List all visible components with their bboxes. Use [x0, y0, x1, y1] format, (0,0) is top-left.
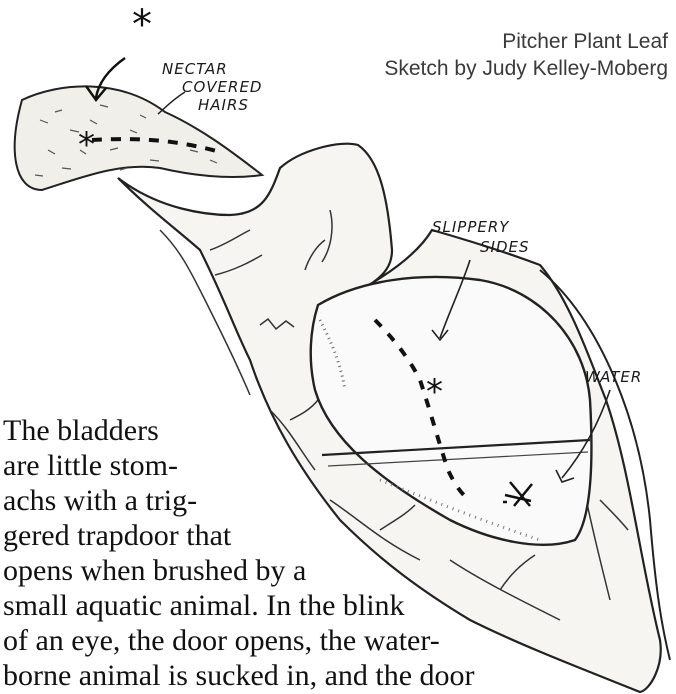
caption-title: Pitcher Plant Leaf [248, 28, 668, 55]
top-asterisk: * [132, 2, 152, 48]
body-text-line: opens when brushed by a [3, 552, 306, 589]
body-text-line: of an eye, the door opens, the water- [3, 622, 440, 659]
body-text-line: achs with a trig- [3, 482, 197, 519]
nectar-leader [158, 92, 185, 114]
body-text-line: borne animal is sucked in, and the door [3, 657, 475, 694]
label-water: WATER [585, 368, 642, 386]
label-slippery-line2: SIDES [480, 238, 530, 256]
body-text-line: small aquatic animal. In the blink [3, 587, 405, 624]
label-slippery-line1: SLIPPERY [432, 218, 510, 236]
lid-asterisk: * [78, 125, 95, 165]
body-text-line: gered trapdoor that [3, 517, 231, 554]
body-text: The bladders are little stom- achs with … [0, 412, 676, 693]
caption-credit: Sketch by Judy Kelley-Moberg [248, 55, 668, 82]
label-nectar-line1: NECTAR [162, 60, 228, 78]
body-text-line: The bladders [3, 412, 159, 449]
figure-caption: Pitcher Plant Leaf Sketch by Judy Kelley… [248, 28, 668, 82]
label-nectar-line3: HAIRS [198, 96, 249, 114]
chamber-asterisk: * [426, 372, 443, 412]
body-text-line: are little stom- [3, 447, 178, 484]
